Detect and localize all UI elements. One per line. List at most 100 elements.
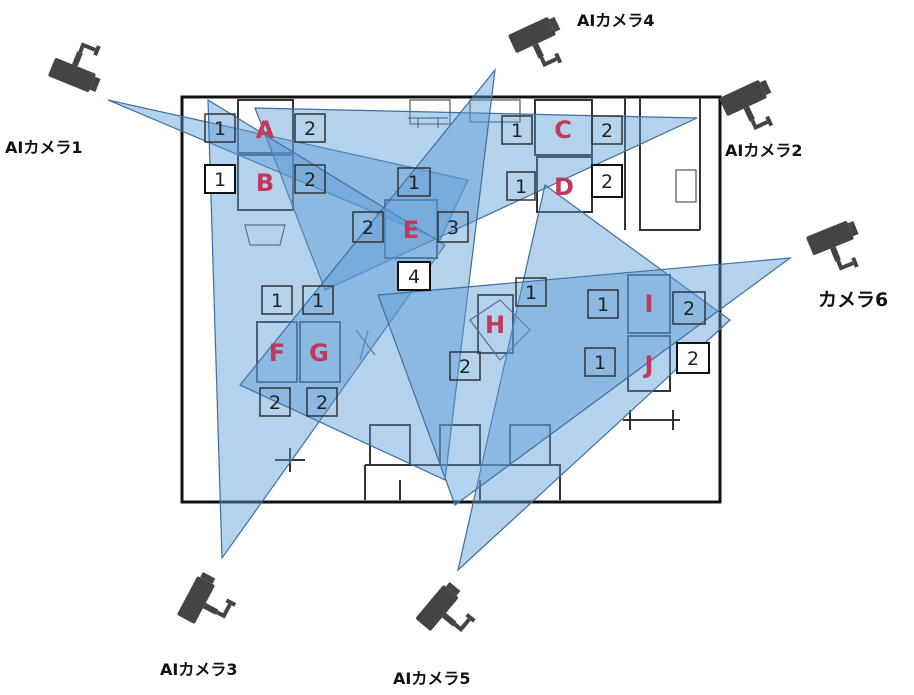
security-camera-icon — [413, 578, 486, 651]
security-camera-icon — [177, 571, 242, 637]
chair-left — [275, 448, 305, 472]
zone-f-label: F — [269, 339, 285, 367]
top-table-2 — [469, 99, 521, 123]
cabinet — [675, 169, 697, 203]
security-camera-icon — [716, 75, 787, 143]
coverage-areas — [107, 67, 793, 572]
bottom-counter — [364, 464, 561, 500]
seat-e4: 4 — [397, 261, 431, 291]
coverage-cam2 — [254, 107, 698, 291]
zone-a-label: A — [256, 116, 275, 144]
seat-e3-label: 3 — [447, 217, 459, 239]
zone-g-label: G — [309, 339, 329, 367]
seat-b2: 2 — [294, 164, 326, 194]
top-table-legs — [408, 117, 448, 128]
seat-i1-label: 1 — [597, 294, 609, 316]
desks — [237, 99, 671, 392]
zone-h-label: H — [485, 311, 505, 339]
camera-2-label: AIカメラ2 — [725, 141, 802, 160]
seat-d1-label: 1 — [515, 176, 527, 198]
seat-i2: 2 — [672, 291, 706, 325]
desk-j — [627, 335, 671, 392]
seat-h2-label: 2 — [459, 356, 471, 378]
seat-c2: 2 — [591, 115, 623, 145]
cameras: AIカメラ1 AIカメラ2 AIカメラ3 AIカメラ4 AIカメラ5 カメラ6 — [5, 11, 888, 688]
seat-g2-label: 2 — [316, 392, 328, 414]
desk-i — [627, 274, 671, 334]
seat-b1: 1 — [204, 164, 236, 194]
seat-h1-label: 1 — [525, 282, 537, 304]
camera-1-label: AIカメラ1 — [5, 138, 82, 157]
camera-1: AIカメラ1 — [5, 30, 114, 157]
seat-d2: 2 — [591, 164, 623, 198]
seat-e1-label: 1 — [408, 172, 420, 194]
desk-e — [384, 199, 438, 259]
desk-f — [256, 321, 298, 383]
camera-5-label: AIカメラ5 — [393, 669, 470, 688]
zone-j-label: J — [643, 351, 654, 379]
seat-f1: 1 — [261, 285, 293, 315]
seat-e2: 2 — [352, 211, 384, 243]
seat-j2: 2 — [676, 342, 710, 374]
seat-h2: 2 — [449, 351, 481, 381]
zone-i-label: I — [645, 290, 654, 318]
seat-c1: 1 — [501, 115, 533, 145]
seat-f2: 2 — [259, 387, 291, 417]
seat-a2: 2 — [294, 113, 326, 143]
seat-j1-label: 1 — [594, 352, 606, 374]
security-camera-icon — [45, 30, 114, 97]
coverage-cam4 — [239, 67, 496, 481]
zone-c-label: C — [554, 116, 572, 144]
camera-3-label: AIカメラ3 — [160, 660, 237, 679]
seat-i2-label: 2 — [683, 298, 695, 320]
seat-boxes: 1 2 1 2 1 2 1 2 1 2 3 4 1 1 2 2 1 2 1 2 … — [204, 113, 710, 417]
seat-e2-label: 2 — [362, 217, 374, 239]
camera-3: AIカメラ3 — [160, 571, 242, 679]
coverage-cam3 — [207, 98, 446, 560]
camera-6-label: カメラ6 — [818, 289, 888, 311]
seat-f2-label: 2 — [269, 392, 281, 414]
camera-5: AIカメラ5 — [393, 578, 486, 688]
h-rotated-seat — [469, 299, 531, 361]
coverage-cam6 — [377, 257, 793, 506]
seat-d2-label: 2 — [601, 171, 613, 193]
seat-e1: 1 — [397, 167, 431, 197]
zone-d-label: D — [554, 173, 574, 201]
seat-i1: 1 — [587, 289, 619, 319]
chair-fg — [355, 329, 376, 361]
zone-letters: A B C D E F G H I J — [256, 116, 654, 379]
seat-c2-label: 2 — [601, 120, 613, 142]
seat-c1-label: 1 — [511, 120, 523, 142]
camera-4-label: AIカメラ4 — [577, 11, 654, 30]
desk-a — [237, 99, 294, 154]
chair-right — [623, 410, 680, 430]
desk-g — [299, 321, 341, 383]
seat-b1-label: 1 — [214, 169, 226, 191]
seat-f1-label: 1 — [271, 290, 283, 312]
seat-j2-label: 2 — [687, 348, 699, 370]
seat-g1-label: 1 — [312, 290, 324, 312]
seat-a1: 1 — [204, 113, 236, 143]
chair-b — [244, 224, 286, 246]
seat-g1: 1 — [302, 285, 334, 315]
seat-d1: 1 — [506, 171, 536, 201]
seat-h1: 1 — [515, 277, 547, 307]
seat-e3: 3 — [437, 211, 469, 243]
zone-e-label: E — [403, 216, 419, 244]
seat-e4-label: 4 — [408, 266, 420, 288]
seat-j1: 1 — [584, 347, 616, 377]
seat-b2-label: 2 — [304, 169, 316, 191]
camera-4: AIカメラ4 — [505, 11, 654, 80]
seat-a2-label: 2 — [304, 118, 316, 140]
security-camera-icon — [803, 216, 872, 283]
zone-b-label: B — [256, 169, 274, 197]
right-shelving — [624, 97, 701, 231]
security-camera-icon — [505, 12, 576, 80]
seat-a1-label: 1 — [214, 118, 226, 140]
desk-b — [237, 154, 294, 211]
camera-6: カメラ6 — [803, 216, 888, 311]
camera-2: AIカメラ2 — [716, 75, 802, 160]
seat-g2: 2 — [306, 387, 338, 417]
coverage-cam1 — [107, 99, 469, 241]
